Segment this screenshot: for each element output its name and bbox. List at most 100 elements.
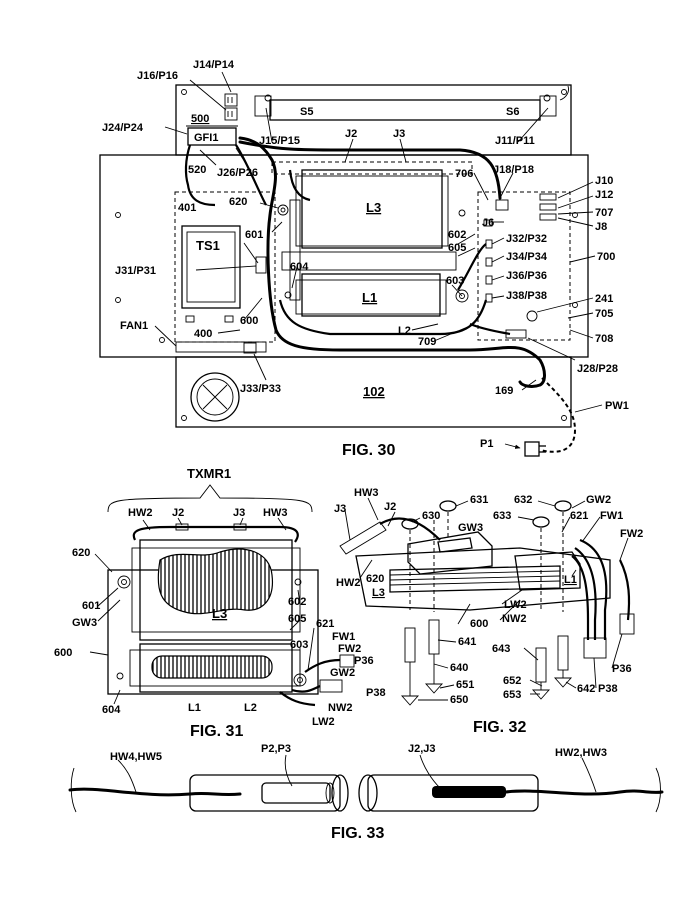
label-pw1: PW1 [605, 400, 629, 412]
label-708: 708 [595, 333, 613, 345]
label-643: 643 [492, 643, 510, 655]
connector-j14 [225, 94, 237, 106]
label-fw2: FW2 [338, 643, 361, 655]
label-j33-p33: J33/P33 [240, 383, 281, 395]
figure-32-caption: FIG. 32 [473, 719, 526, 736]
label-j28-p28: J28/P28 [577, 363, 618, 375]
fig33-plug-pin [262, 783, 330, 803]
label-l3: L3 [212, 606, 227, 621]
label-630: 630 [422, 510, 440, 522]
figure-30-caption: FIG. 30 [342, 442, 395, 459]
label-l3: L3 [372, 587, 385, 599]
label-605: 605 [288, 613, 306, 625]
label-gw3: GW3 [458, 522, 483, 534]
connector-j16 [225, 108, 237, 120]
label-hw2: HW2 [128, 507, 152, 519]
fan1-bar [176, 342, 266, 352]
label-l1: L1 [564, 574, 577, 586]
label-fw1: FW1 [332, 631, 355, 643]
label-j34-p34: J34/P34 [506, 251, 548, 263]
label-j3: J3 [393, 128, 405, 140]
label-241: 241 [595, 293, 613, 305]
fig30-labels: J14/P14 J16/P16 500 J24/P24 GFI1 S5 S6 J… [102, 59, 629, 459]
label-p36: P36 [612, 663, 632, 675]
label-653: 653 [503, 689, 521, 701]
label-j15-p15: J15/P15 [259, 135, 300, 147]
label-600: 600 [54, 647, 72, 659]
label-602: 602 [448, 229, 466, 241]
label-hw2-hw3: HW2,HW3 [555, 747, 607, 759]
label-651: 651 [456, 679, 474, 691]
label-hw3: HW3 [263, 507, 287, 519]
label-j36-p36: J36/P36 [506, 270, 547, 282]
label-s5: S5 [300, 106, 313, 118]
label-s6: S6 [506, 106, 519, 118]
label-400: 400 [194, 328, 212, 340]
fig31-coil-l3 [158, 549, 272, 614]
label-j2: J2 [384, 501, 396, 513]
label-gw2: GW2 [330, 667, 355, 679]
label-j18-p18: J18/P18 [493, 164, 534, 176]
label-600: 600 [470, 618, 488, 630]
label-fw1: FW1 [600, 510, 623, 522]
label-632: 632 [514, 494, 532, 506]
label-650: 650 [450, 694, 468, 706]
label-620: 620 [72, 547, 90, 559]
label-520: 520 [188, 164, 206, 176]
label-642: 642 [577, 683, 595, 695]
label-652: 652 [503, 675, 521, 687]
fig33-wire-left [70, 789, 240, 795]
label-l1: L1 [188, 702, 201, 714]
label-p2-p3: P2,P3 [261, 743, 291, 755]
fig32-nut-632 [555, 501, 571, 511]
plug-p1 [525, 442, 539, 456]
fig32-nut-631 [440, 501, 456, 511]
label-j14-p14: J14/P14 [193, 59, 235, 71]
label-604: 604 [290, 261, 309, 273]
label-l2: L2 [398, 325, 411, 337]
label-txmr1: TXMR1 [187, 466, 231, 481]
label-709: 709 [418, 336, 436, 348]
label-631: 631 [470, 494, 488, 506]
fig31-coil-l1 [152, 656, 272, 678]
label-641: 641 [458, 636, 476, 648]
fig33-wire-right [506, 791, 662, 794]
label-604: 604 [102, 704, 121, 716]
label-l3: L3 [366, 200, 381, 215]
label-ts1: TS1 [196, 238, 220, 253]
power-cord-pw1 [540, 378, 575, 452]
label-633: 633 [493, 510, 511, 522]
label-p1: P1 [480, 438, 493, 450]
label-j11-p11: J11/P11 [495, 135, 535, 147]
label-hw3: HW3 [354, 487, 378, 499]
label-j12: J12 [595, 189, 613, 201]
label-p38: P38 [366, 687, 386, 699]
label-602: 602 [288, 596, 306, 608]
figure-30: J14/P14 J16/P16 500 J24/P24 GFI1 S5 S6 J… [100, 59, 629, 459]
label-hw2: HW2 [336, 577, 360, 589]
label-601: 601 [82, 600, 100, 612]
label-j31-p31: J31/P31 [115, 265, 156, 277]
label-601: 601 [245, 229, 263, 241]
label-fw2: FW2 [620, 528, 643, 540]
label-p38: P38 [598, 683, 618, 695]
label-hw4-hw5: HW4,HW5 [110, 751, 162, 763]
label-j26-p26: J26/P26 [217, 167, 258, 179]
label-j10: J10 [595, 175, 613, 187]
label-707: 707 [595, 207, 613, 219]
label-gfi1: GFI1 [194, 132, 218, 144]
label-500: 500 [191, 113, 209, 125]
label-fan1: FAN1 [120, 320, 148, 332]
label-l1: L1 [362, 290, 377, 305]
label-j3: J3 [233, 507, 245, 519]
label-621: 621 [570, 510, 588, 522]
label-620: 620 [366, 573, 384, 585]
label-j8: J8 [595, 221, 607, 233]
fig32-bolts [402, 620, 571, 705]
label-706: 706 [455, 168, 473, 180]
label-j2-j3: J2,J3 [408, 743, 436, 755]
label-600: 600 [240, 315, 258, 327]
label-j6: J6 [482, 217, 494, 229]
label-j16-p16: J16/P16 [137, 70, 178, 82]
fig33-jack-contact [432, 786, 506, 798]
